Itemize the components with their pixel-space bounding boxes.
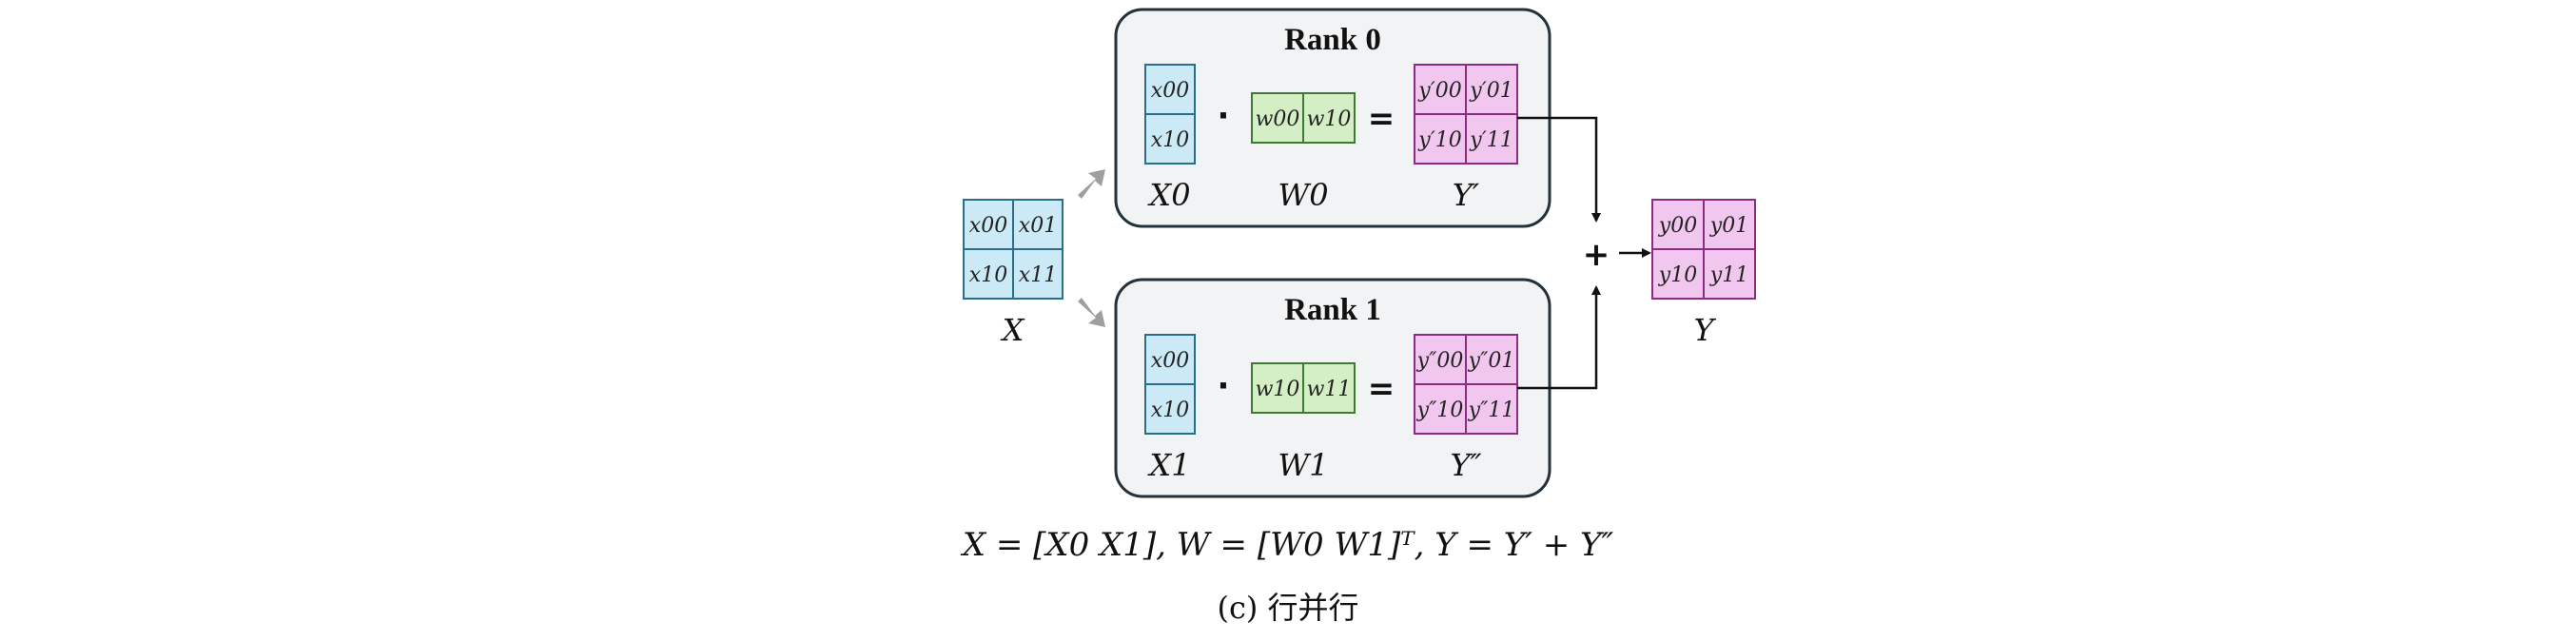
matrix-label: Y <box>1693 312 1716 348</box>
cell-label: y′10 <box>1417 128 1461 152</box>
cell-label: x00 <box>1151 79 1189 103</box>
cell-label: x10 <box>969 263 1007 287</box>
cell-label: w10 <box>1256 378 1300 401</box>
matrix-cell <box>1703 199 1756 250</box>
formula: X = [X0 X1], W = [W0 W1]ᵀ, Y = Y′ + Y″ <box>960 526 1614 564</box>
matrix-label: X <box>1000 312 1025 348</box>
output-matrix-y: y00 y01 y10 y11 Y <box>1651 199 1756 348</box>
matrix-cell <box>1414 334 1467 385</box>
cell-label: w00 <box>1256 107 1300 131</box>
matrix-cell <box>1302 362 1356 414</box>
cell-label: x10 <box>1151 398 1189 422</box>
matrix-label: X0 <box>1146 177 1190 213</box>
split-arrow-up-icon <box>1078 169 1105 199</box>
matrix-cell <box>1144 383 1196 435</box>
cell-label: y01 <box>1709 214 1748 238</box>
matrix-label: Y′ <box>1453 177 1480 213</box>
matrix-cell <box>1302 92 1356 144</box>
cell-label: w10 <box>1307 107 1352 131</box>
connector-arrow-down-icon <box>1517 116 1601 223</box>
equals-operator: = <box>1368 370 1395 408</box>
cell-label: y′01 <box>1469 79 1512 103</box>
plus-operator: + <box>1583 236 1610 274</box>
rank-title: Rank 0 <box>1284 23 1381 57</box>
rank-0-box: Rank 0 x00 x10 X0 · w00 w10 W0 = y′00 y′… <box>1114 8 1551 228</box>
split-arrow-down-icon <box>1078 298 1105 327</box>
cell-label: y″01 <box>1468 349 1515 373</box>
cell-label: x00 <box>1151 349 1189 373</box>
cell-label: y11 <box>1709 263 1748 287</box>
cell-label: x01 <box>1019 214 1057 238</box>
equals-operator: = <box>1368 100 1395 138</box>
matrix-cell <box>1414 113 1467 165</box>
cell-label: y10 <box>1658 263 1697 287</box>
split-arrows <box>1078 169 1105 327</box>
matrix-label: W0 <box>1278 177 1328 213</box>
matrix-cell <box>1465 64 1518 115</box>
matrix-label: W1 <box>1278 447 1328 483</box>
cell-label: y00 <box>1658 214 1697 238</box>
rank-title: Rank 1 <box>1284 293 1381 327</box>
cell-label: x00 <box>969 214 1007 238</box>
dot-operator: · <box>1218 97 1230 135</box>
matrix-cell <box>1012 248 1064 300</box>
matrix-label: Y″ <box>1450 447 1481 483</box>
matrix-cell <box>1144 334 1196 385</box>
matrix-cell <box>1144 113 1196 165</box>
input-matrix-x: x00 x01 x10 x11 X <box>963 199 1064 348</box>
cell-label: x11 <box>1019 263 1057 287</box>
matrix-cell <box>963 248 1014 300</box>
cell-label: y″11 <box>1468 398 1515 422</box>
dot-operator: · <box>1218 367 1230 405</box>
figure-caption: (c) 行并行 <box>1217 590 1358 626</box>
rank-1-box: Rank 1 x00 x10 X1 · w10 w11 W1 = y″00 y″… <box>1114 278 1551 498</box>
matrix-cell <box>1465 383 1518 435</box>
matrix-cell <box>1465 113 1518 165</box>
matrix-cell <box>1703 248 1756 300</box>
cell-label: y″10 <box>1416 398 1464 422</box>
cell-label: x10 <box>1151 128 1189 152</box>
matrix-cell <box>1465 334 1518 385</box>
sum-connectors: + <box>1517 116 1651 390</box>
cell-label: y′00 <box>1417 79 1461 103</box>
matrix-label: X1 <box>1146 447 1190 483</box>
cell-label: w11 <box>1307 378 1352 401</box>
cell-label: y′11 <box>1469 128 1512 152</box>
cell-label: y″00 <box>1416 349 1464 373</box>
connector-arrow-up-icon <box>1517 285 1601 390</box>
